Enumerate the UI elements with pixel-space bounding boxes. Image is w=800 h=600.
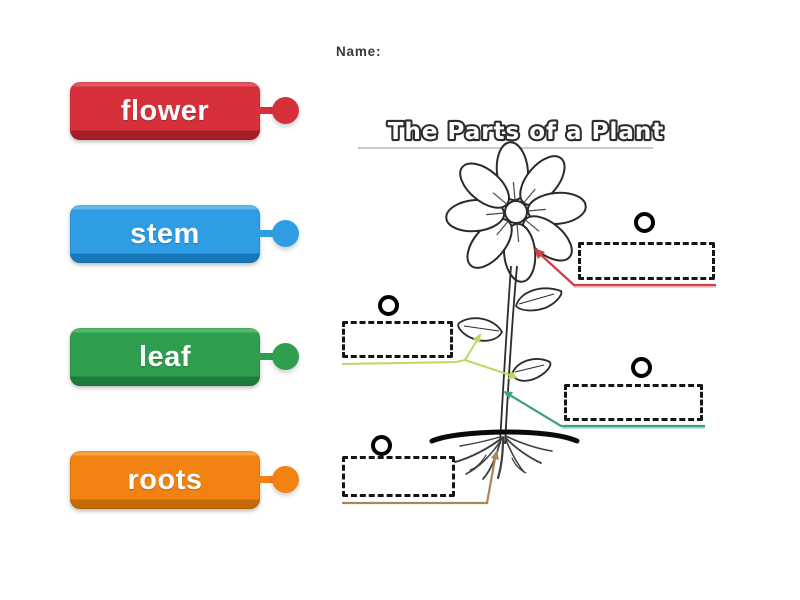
label-flower-text: flower xyxy=(120,94,210,127)
label-roots-text: roots xyxy=(127,463,203,496)
connector-stem xyxy=(503,391,705,429)
label-leaf-pill[interactable]: leaf xyxy=(70,328,260,386)
target-circle-leaf[interactable] xyxy=(378,295,399,316)
roots-drawing xyxy=(429,429,580,480)
flower-drawing xyxy=(445,141,587,283)
worksheet-title: The Parts of a Plant xyxy=(388,119,664,145)
label-leaf-text: leaf xyxy=(139,340,191,373)
label-stem-knob[interactable] xyxy=(272,220,299,247)
name-label: Name: xyxy=(336,44,382,59)
stem-drawing xyxy=(499,265,518,445)
label-roots-stick xyxy=(256,476,278,483)
label-flower-pill[interactable]: flower xyxy=(70,82,260,140)
connector-roots xyxy=(342,450,499,505)
label-leaf-stick xyxy=(256,353,278,360)
target-circle-roots[interactable] xyxy=(371,435,392,456)
target-circle-flower[interactable] xyxy=(634,212,655,233)
label-flower-knob[interactable] xyxy=(272,97,299,124)
drop-zone-flower[interactable] xyxy=(578,242,715,280)
label-flower[interactable]: flower xyxy=(0,82,310,140)
connector-leaf xyxy=(341,333,518,379)
connector-flower xyxy=(534,248,716,288)
drop-zone-roots[interactable] xyxy=(342,456,455,497)
label-leaf-knob[interactable] xyxy=(272,343,299,370)
label-roots[interactable]: roots xyxy=(0,451,310,509)
label-roots-knob[interactable] xyxy=(272,466,299,493)
leaves-drawing xyxy=(457,287,563,382)
drop-zone-leaf[interactable] xyxy=(342,321,453,358)
label-roots-pill[interactable]: roots xyxy=(70,451,260,509)
label-leaf[interactable]: leaf xyxy=(0,328,310,386)
label-stem-pill[interactable]: stem xyxy=(70,205,260,263)
label-stem-text: stem xyxy=(130,217,200,250)
target-circle-stem[interactable] xyxy=(631,357,652,378)
drop-zone-stem[interactable] xyxy=(564,384,703,421)
label-stem-stick xyxy=(256,230,278,237)
label-stem[interactable]: stem xyxy=(0,205,310,263)
label-flower-stick xyxy=(256,107,278,114)
